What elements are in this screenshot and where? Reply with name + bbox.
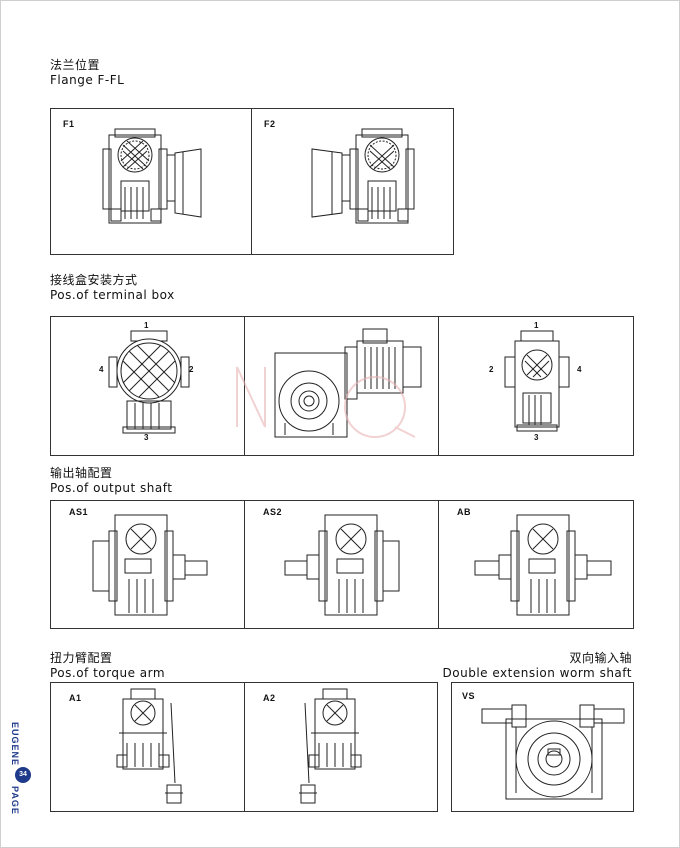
gearmotor-assembly-drawing — [236, 328, 422, 438]
output-panel: AS1 AS2 — [50, 500, 634, 629]
flange-title-zh: 法兰位置 — [50, 58, 101, 72]
terminal-right-pos-2: 2 — [489, 365, 494, 374]
torque-label-a2: A2 — [263, 693, 276, 703]
output-as1-drawing — [92, 514, 208, 616]
output-ab-drawing — [474, 514, 612, 616]
double-title-en: Double extension worm shaft — [442, 666, 632, 680]
flange-title-en: Flange F-FL — [50, 73, 125, 87]
terminal-right-drawing — [504, 330, 570, 432]
flange-cell-f1: F1 — [51, 109, 251, 254]
terminal-cell-center — [236, 317, 439, 455]
torque-a1-drawing — [116, 688, 183, 804]
terminal-left-pos-2: 2 — [189, 365, 194, 374]
output-label-ab: AB — [457, 507, 471, 517]
output-label-as2: AS2 — [263, 507, 283, 517]
output-title-en: Pos.of output shaft — [50, 481, 173, 495]
double-extension-drawing — [481, 704, 625, 800]
torque-title-zh: 扭力臂配置 — [50, 651, 113, 665]
terminal-right-pos-4: 4 — [577, 365, 582, 374]
double-label-vs: VS — [462, 691, 476, 701]
torque-panel: A1 A2 — [50, 682, 438, 812]
torque-cell-a2: A2 — [244, 683, 438, 811]
flange-panel: F1 F2 — [50, 108, 454, 255]
flange-cell-f2: F2 — [251, 109, 454, 254]
sidebar-page-text: PAGE — [10, 786, 20, 815]
terminal-right-pos-3: 3 — [534, 433, 539, 442]
torque-label-a1: A1 — [69, 693, 82, 703]
gearbox-f2-drawing — [311, 128, 415, 224]
sidebar-brand-text: EUGENE — [10, 722, 20, 767]
terminal-title-en: Pos.of terminal box — [50, 288, 175, 302]
double-extension-panel: VS — [451, 682, 634, 812]
flange-label-f2: F2 — [264, 119, 276, 129]
terminal-panel: 1 2 3 4 — [50, 316, 634, 456]
terminal-left-pos-3: 3 — [144, 433, 149, 442]
output-cell-as1: AS1 — [51, 501, 244, 628]
output-cell-as2: AS2 — [244, 501, 439, 628]
terminal-left-pos-4: 4 — [99, 365, 104, 374]
torque-cell-a1: A1 — [51, 683, 244, 811]
terminal-right-pos-1: 1 — [534, 321, 539, 330]
page-number-gear-icon: 34 — [15, 767, 31, 783]
terminal-cell-left: 1 2 3 4 — [51, 317, 244, 455]
torque-a2-drawing — [299, 688, 362, 804]
terminal-left-drawing — [108, 330, 190, 434]
output-title-zh: 输出轴配置 — [50, 466, 113, 480]
output-as2-drawing — [284, 514, 400, 616]
gearbox-f1-drawing — [102, 128, 202, 224]
watermark-logo — [236, 366, 416, 438]
flange-label-f1: F1 — [63, 119, 75, 129]
terminal-title-zh: 接线盒安装方式 — [50, 273, 138, 287]
terminal-cell-right: 1 2 3 4 — [438, 317, 634, 455]
double-title-zh: 双向输入轴 — [569, 651, 632, 665]
terminal-left-pos-1: 1 — [144, 321, 149, 330]
torque-title-en: Pos.of torque arm — [50, 666, 166, 680]
output-cell-ab: AB — [438, 501, 634, 628]
output-label-as1: AS1 — [69, 507, 89, 517]
